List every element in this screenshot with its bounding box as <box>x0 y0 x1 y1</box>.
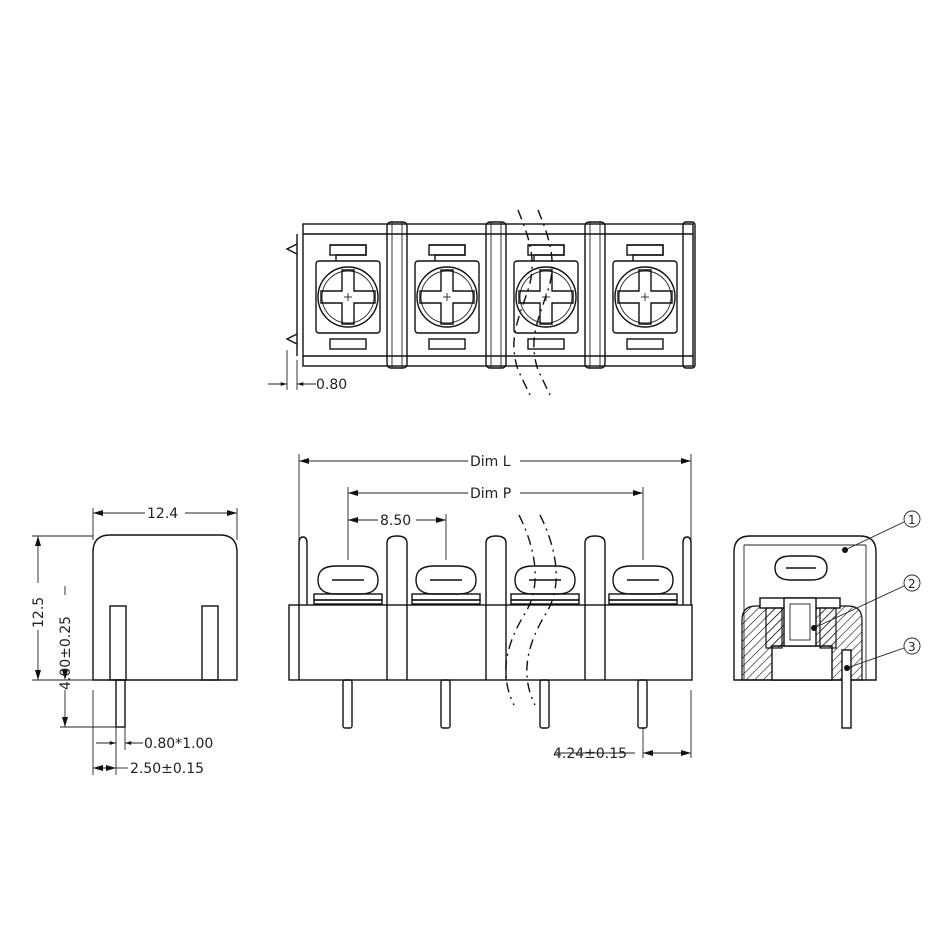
dim-pitch: 8.50 <box>380 513 411 529</box>
dim-pin-section: 0.80*1.00 <box>144 736 213 752</box>
dim-l-label: Dim L <box>470 454 511 470</box>
section-view: 1 2 3 <box>733 510 921 729</box>
dim-height: 12.5 <box>31 597 47 628</box>
callout-3: 3 <box>908 640 916 654</box>
front-view: Dim L Dim P 8.50 <box>288 454 693 762</box>
dim-top-offset: 0.80 <box>316 377 347 393</box>
dim-pin-offset: 2.50±0.15 <box>130 761 204 777</box>
dim-pin-length: 4.00±0.25 <box>58 616 74 690</box>
callout-1: 1 <box>908 513 916 527</box>
top-view: 0.80 <box>268 209 696 396</box>
dim-width: 12.4 <box>147 506 178 522</box>
side-view: 12.4 12.5 4.00±0.25 0.80*1.00 2.50±0.15 <box>31 506 238 777</box>
dim-end-offset: 4.24±0.15 <box>553 746 627 762</box>
dim-p-label: Dim P <box>470 486 511 502</box>
callout-2: 2 <box>908 577 916 591</box>
